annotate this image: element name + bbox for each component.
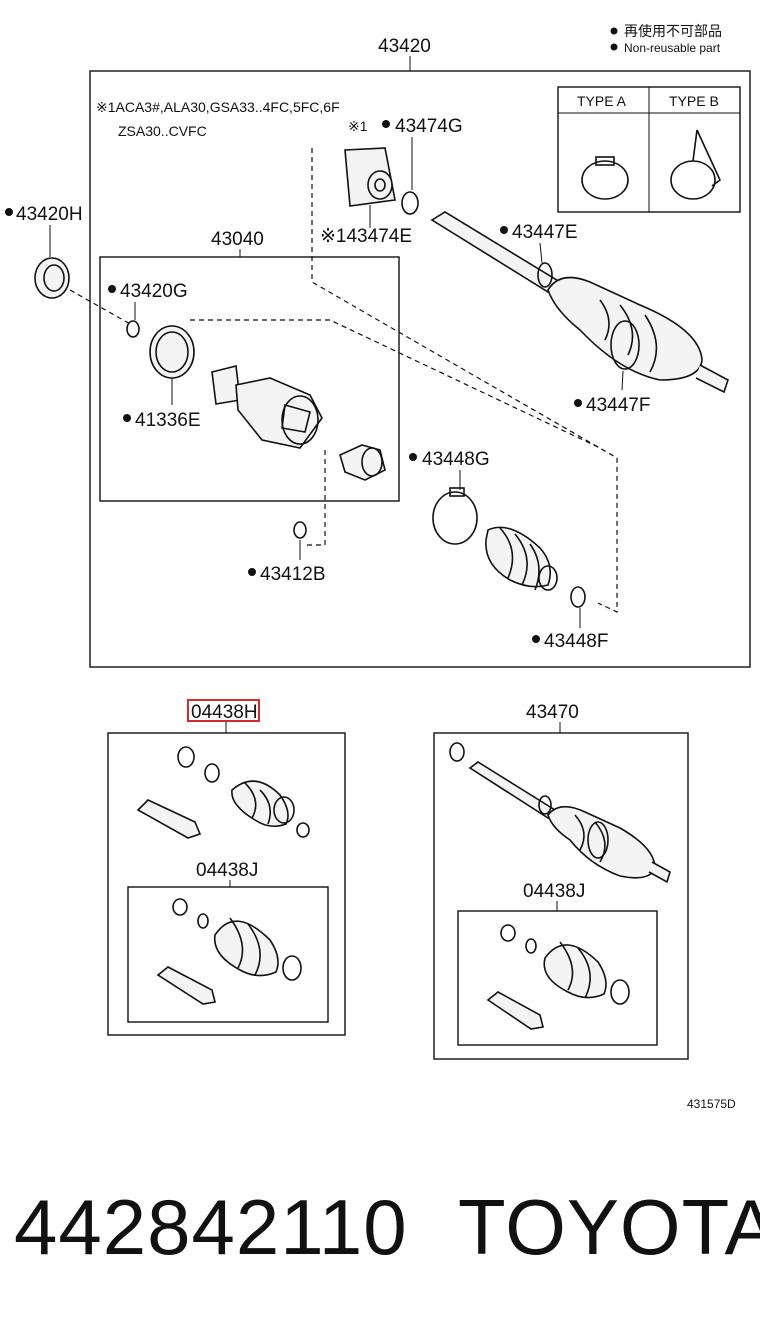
type-a-clamp-icon	[581, 156, 629, 200]
legend-non-reusable-cn: 再使用不可部品	[624, 23, 722, 39]
boot-kit-04438J-left-parts[interactable]	[156, 898, 302, 1005]
label-04438J-right[interactable]: 04438J	[523, 881, 585, 902]
outboard-shaft[interactable]	[430, 211, 729, 394]
label-04438H[interactable]: 04438H	[191, 702, 258, 723]
label-04438J-left[interactable]: 04438J	[196, 860, 258, 881]
non-reusable-dot	[610, 27, 618, 35]
footer-brand: TOYOTA	[458, 1183, 760, 1271]
mark-43474G: ※1	[348, 118, 368, 134]
main-assembly-frame	[89, 70, 751, 668]
boot-kit-04438J-right-parts[interactable]	[486, 924, 630, 1030]
type-a-label: TYPE A	[577, 93, 627, 109]
legend-non-reusable-en: Non-reusable part	[624, 41, 721, 55]
label-43448F[interactable]: 43448F	[544, 631, 608, 652]
oil-seal-43420H[interactable]	[34, 257, 70, 299]
applicability-note-2: ZSA30..CVFC	[118, 123, 207, 139]
label-43448G[interactable]: 43448G	[422, 449, 490, 470]
label-43447E[interactable]: 43447E	[512, 222, 578, 243]
label-43420H[interactable]: 43420H	[16, 204, 83, 225]
clamp-43474G[interactable]	[401, 191, 419, 215]
dust-cover-43474E[interactable]	[344, 147, 396, 207]
label-43040[interactable]: 43040	[211, 229, 264, 250]
inboard-joint-housing[interactable]	[211, 365, 323, 449]
boot-kit-04438H-parts[interactable]	[136, 746, 310, 839]
highlight-04438H	[187, 699, 260, 722]
inboard-joint-box	[99, 256, 400, 502]
boot-kit-box-04438J-left	[127, 886, 329, 1023]
clamp-43448G[interactable]	[432, 487, 478, 545]
boot-kit-box-04438J-right	[457, 910, 658, 1046]
applicability-note-1: ※1ACA3#,ALA30,GSA33..4FC,5FC,6F	[96, 99, 340, 115]
non-reusable-dot	[610, 43, 618, 51]
inboard-boot[interactable]	[485, 526, 558, 591]
type-b-clamp-icon	[670, 129, 721, 200]
label-43412B[interactable]: 43412B	[260, 564, 326, 585]
label-43420[interactable]: 43420	[378, 36, 431, 57]
clamp-43448F[interactable]	[570, 586, 586, 608]
label-41336E[interactable]: 41336E	[135, 410, 201, 431]
label-43474G[interactable]: 43474G	[395, 116, 463, 137]
label-43470[interactable]: 43470	[526, 702, 579, 723]
label-43447F[interactable]: 43447F	[586, 395, 650, 416]
tripod-joint[interactable]	[339, 444, 386, 481]
snap-ring-43420G[interactable]	[126, 320, 140, 338]
shaft-assembly-43470[interactable]	[449, 742, 671, 884]
label-43420G[interactable]: 43420G	[120, 281, 188, 302]
footer-part-number: 442842110	[14, 1183, 408, 1271]
type-b-label: TYPE B	[669, 93, 719, 109]
diagram-code: 431575D	[687, 1097, 736, 1111]
boot-kit-box-04438H	[107, 732, 346, 1036]
label-43474E[interactable]: ※143474E	[320, 226, 412, 247]
shaft-kit-box-43470	[433, 732, 689, 1060]
snap-ring-43412B[interactable]	[293, 521, 307, 539]
clamp-43447E[interactable]	[537, 262, 553, 288]
ring-41336E[interactable]	[149, 325, 195, 379]
clamp-43447F[interactable]	[610, 320, 640, 370]
